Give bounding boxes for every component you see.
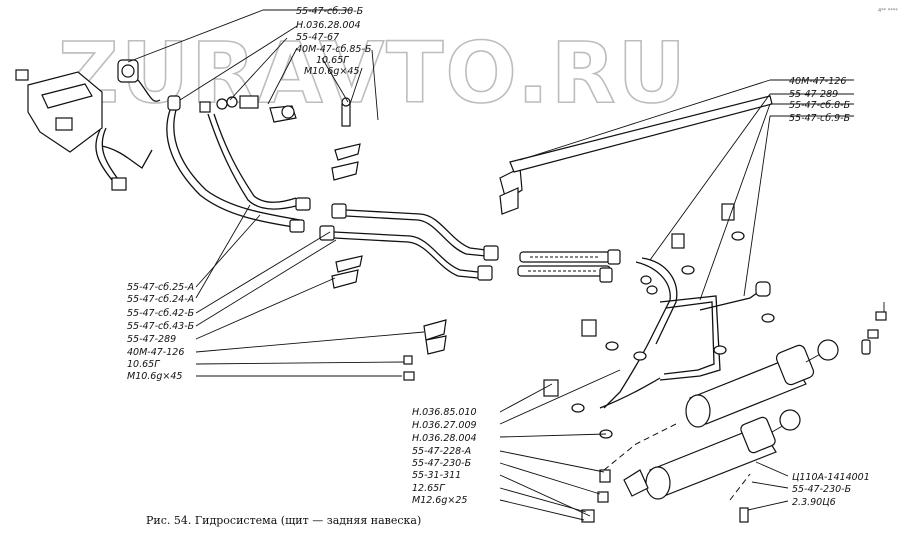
hydraulic-cylinders	[603, 339, 839, 501]
label-55-47-228-a: 55-47-228-А	[412, 446, 471, 457]
washers	[571, 231, 775, 439]
hose-assemblies	[517, 249, 621, 283]
label-55-47-230-b-mid: 55-47-230-Б	[412, 458, 472, 469]
leader-lines	[127, 9, 854, 521]
label-12-65g: 12.65Г	[412, 483, 445, 494]
label-55-47-sb9-b: 55-47-сб.9-Б	[789, 113, 851, 124]
labels-top: 55-47-сб.30-Б Н.036.28.004 55-47-67 40М-…	[296, 6, 372, 77]
label-n036-27-009: Н.036.27.009	[412, 420, 477, 431]
labels-right-top: 40М-47-126 55-47-289 55-47-сб.8-Б 55-47-…	[789, 76, 851, 124]
figure-caption: Рис. 54. Гидросистема (щит — задняя наве…	[146, 514, 421, 527]
label-40m-47-sb85-b: 40М-47-сб.85-Б	[296, 44, 372, 55]
labels-right-bottom: Ц110А-1414001 55-47-230-Б 2.3.90Ц6	[792, 472, 870, 508]
label-55-47-sb24-a: 55-47-сб.24-А	[127, 294, 194, 305]
label-ts110a-1414001: Ц110А-1414001	[792, 472, 870, 483]
label-m10-6g45-left: М10.6g×45	[127, 371, 182, 382]
label-40m-47-126-left: 40М-47-126	[127, 347, 184, 358]
control-valve-assembly	[15, 59, 161, 191]
bracket-bar	[499, 95, 773, 215]
labels-bottom-mid: Н.036.85.010 Н.036.27.009 Н.036.28.004 5…	[412, 407, 477, 506]
label-55-47-sb30-b: 55-47-сб.30-Б	[296, 6, 364, 17]
pipe-loop	[543, 203, 771, 409]
label-55-47-sb43-b: 55-47-сб.43-Б	[127, 321, 195, 332]
label-55-47-289-right: 55-47-289	[789, 89, 838, 100]
labels-left: 55-47-сб.25-А 55-47-сб.24-А 55-47-сб.42-…	[127, 282, 195, 382]
label-55-31-311: 55-31-311	[412, 470, 461, 481]
label-55-47-67: 55-47-67	[296, 32, 339, 43]
label-40m-47-126-right: 40М-47-126	[789, 76, 846, 87]
middle-pipes	[319, 203, 499, 281]
label-n036-28-004-bottom: Н.036.28.004	[412, 433, 477, 444]
label-55-47-sb42-b: 55-47-сб.42-Б	[127, 308, 195, 319]
left-pipes	[166, 109, 311, 233]
label-m12-6g25: М12.6g×25	[412, 495, 467, 506]
watermark: ZURAVTO.RU	[58, 24, 688, 122]
label-10-65g-left: 10.65Г	[127, 359, 160, 370]
label-2-3-90ts6: 2.3.90Ц6	[792, 497, 836, 508]
label-n036-28-004-top: Н.036.28.004	[296, 20, 361, 31]
label-n036-85-010: Н.036.85.010	[412, 407, 477, 418]
label-55-47-sb8-b: 55-47-сб.8-Б	[789, 100, 851, 111]
corner-mark: 4** ****	[878, 8, 898, 14]
label-m10-6g45-top: М10.6g×45	[304, 66, 359, 77]
label-55-47-sb25-a: 55-47-сб.25-А	[127, 282, 194, 293]
label-10-65g-top: 10.65Г	[316, 55, 349, 66]
label-55-47-289-left: 55-47-289	[127, 334, 176, 345]
label-55-47-230-b-right: 55-47-230-Б	[792, 484, 852, 495]
top-fittings	[167, 95, 351, 127]
small-parts-right	[403, 302, 887, 523]
